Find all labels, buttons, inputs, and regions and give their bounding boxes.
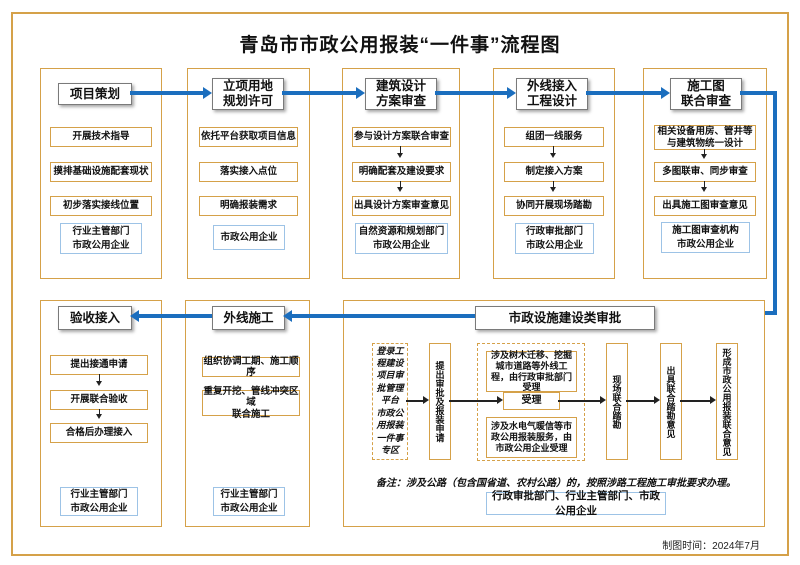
process-step: 组团一线服务 xyxy=(504,127,604,147)
dept-box: 行业主管部门 市政公用企业 xyxy=(60,487,138,516)
arrow-right-icon xyxy=(507,87,516,99)
arrow-down-icon xyxy=(96,409,103,419)
process-step: 相关设备用房、管井等 与建筑物统一设计 xyxy=(654,125,756,150)
flow-line xyxy=(680,400,710,402)
process-step: 开展技术指导 xyxy=(50,127,152,147)
process-step: 明确报装需求 xyxy=(199,196,298,216)
arrow-right-icon xyxy=(600,396,606,404)
login-platform-box: 登录工 程建设 项目审 批管理 平台 市政公 用报装 一件事 专区 xyxy=(372,343,408,460)
acceptance-rule-top: 涉及树木迁移、挖掘城市道路等外线工程，由行政审批部门受理 xyxy=(486,350,577,392)
process-step: 初步落实接线位置 xyxy=(50,196,152,216)
flow-connector xyxy=(586,91,661,95)
flow-line xyxy=(449,400,497,402)
flow-line xyxy=(558,400,600,402)
flow-line xyxy=(626,400,654,402)
arrow-right-icon xyxy=(423,396,429,404)
dept-box: 自然资源和规划部门 市政公用企业 xyxy=(355,223,448,254)
arrow-down-icon xyxy=(397,146,404,158)
header-land-permit: 立项用地 规划许可 xyxy=(212,78,284,110)
header-drawing-review: 施工图 联合审查 xyxy=(670,78,742,110)
arrow-right-icon xyxy=(661,87,670,99)
arrow-down-icon xyxy=(96,374,103,386)
dept-box: 施工图审查机构 市政公用企业 xyxy=(661,222,750,253)
dept-box: 行业主管部门 市政公用企业 xyxy=(60,223,142,254)
arrow-left-icon xyxy=(130,310,139,322)
process-step: 合格后办理接入 xyxy=(50,423,148,443)
process-step: 多图联审、同步审查 xyxy=(654,162,756,182)
arrow-down-icon xyxy=(701,181,708,192)
process-step: 协同开展现场踏勘 xyxy=(504,196,604,216)
arrow-down-icon xyxy=(701,149,708,159)
flow-connector xyxy=(130,91,203,95)
process-step: 组织协调工期、施工顺序 xyxy=(202,355,300,378)
flow-line xyxy=(406,400,423,402)
arrow-left-icon xyxy=(283,310,292,322)
header-acceptance: 验收接入 xyxy=(58,306,132,330)
process-step: 重复开挖、管线冲突区域 联合施工 xyxy=(202,385,300,420)
arrow-right-icon xyxy=(654,396,660,404)
dept-box: 行政审批部门 市政公用企业 xyxy=(515,223,594,254)
process-step: 摸排基础设施配套现状 xyxy=(50,162,152,182)
flow-connector xyxy=(139,314,212,318)
flow-connector xyxy=(435,91,507,95)
dept-box: 市政公用企业 xyxy=(213,225,285,250)
flow-connector xyxy=(292,314,475,318)
arrow-right-icon xyxy=(356,87,365,99)
arrow-down-icon xyxy=(550,146,557,158)
header-line-construction: 外线施工 xyxy=(212,306,285,330)
page-title: 青岛市市政公用报装“一件事”流程图 xyxy=(239,35,561,56)
survey-opinion-box: 出具联合踏勘意见 xyxy=(660,343,682,460)
header-line-design: 外线接入 工程设计 xyxy=(516,78,588,110)
arrow-right-icon xyxy=(710,396,716,404)
flow-connector xyxy=(282,91,356,95)
dept-box: 行政审批部门、行业主管部门、市政公用企业 xyxy=(486,490,666,517)
header-municipal-approval: 市政设施建设类审批 xyxy=(475,306,655,330)
process-step: 出具施工图审查意见 xyxy=(654,196,756,216)
process-step: 开展联合验收 xyxy=(50,390,148,410)
process-step: 制定接入方案 xyxy=(504,162,604,182)
arrow-right-icon xyxy=(497,396,503,404)
process-step: 出具设计方案审查意见 xyxy=(352,196,451,216)
page-border xyxy=(11,12,789,556)
acceptance-box: 受理 xyxy=(503,392,560,410)
note-text: 备注：涉及公路（包含国省道、农村公路）的，按照涉路工程施工审批要求办理。 xyxy=(376,478,736,489)
header-design-review: 建筑设计 方案审查 xyxy=(365,78,437,110)
process-step: 提出接通申请 xyxy=(50,355,148,375)
header-project-planning: 项目策划 xyxy=(58,83,132,105)
acceptance-rule-bottom: 涉及水电气暖信等市政公用报装服务，由市政公用企业受理 xyxy=(486,417,577,458)
site-survey-box: 现场联合踏勘 xyxy=(606,343,628,460)
flow-connector xyxy=(740,91,777,95)
apply-box: 提出审批及报装申请 xyxy=(429,343,451,460)
arrow-down-icon xyxy=(397,181,404,192)
process-step: 参与设计方案联合审查 xyxy=(352,127,451,147)
process-step: 明确配套及建设要求 xyxy=(352,162,451,182)
joint-opinion-box: 形成市政公用报装联合意见 xyxy=(716,343,738,460)
process-step: 依托平台获取项目信息 xyxy=(199,127,298,147)
arrow-down-icon xyxy=(550,181,557,192)
flow-connector-vertical xyxy=(773,91,777,315)
footer-caption: 制图时间：2024年7月 xyxy=(662,541,760,552)
dept-box: 行业主管部门 市政公用企业 xyxy=(213,487,285,516)
process-step: 落实接入点位 xyxy=(199,162,298,182)
arrow-right-icon xyxy=(203,87,212,99)
